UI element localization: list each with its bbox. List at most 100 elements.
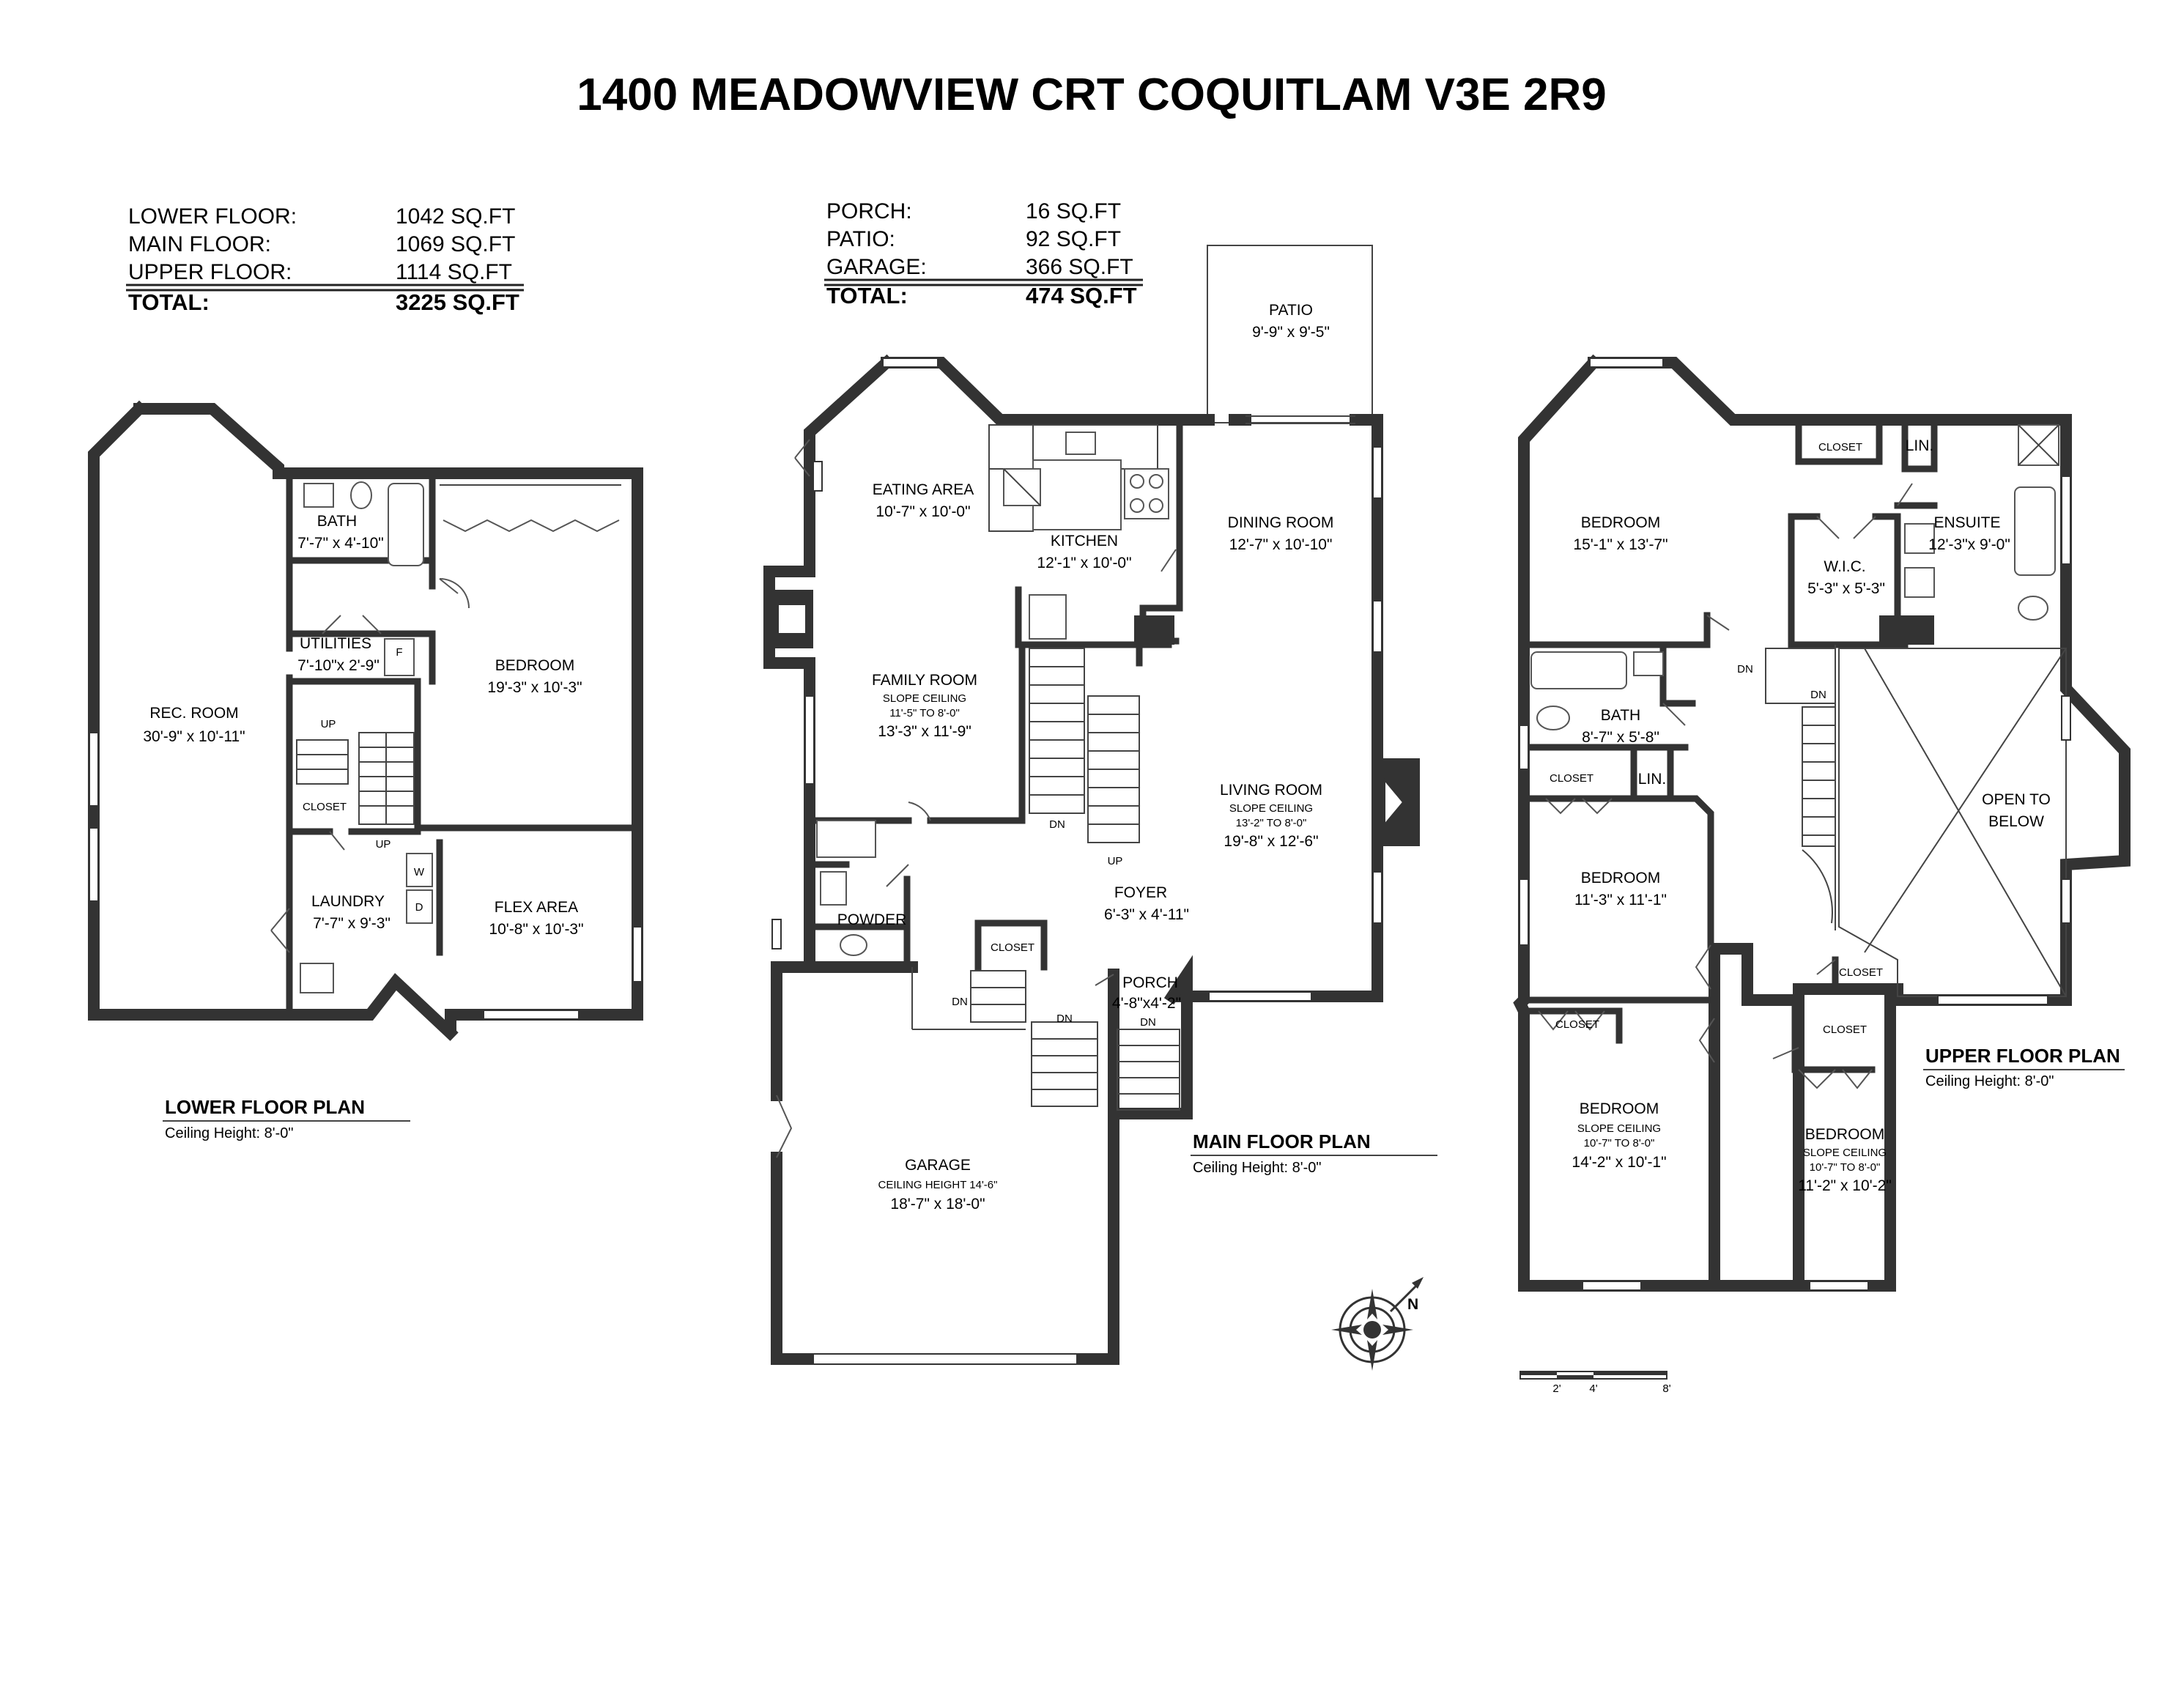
main-ceiling-height: Ceiling Height: 8'-0": [1193, 1160, 1321, 1176]
upper-window-ensuite: [2061, 475, 2071, 565]
upper-wall-closet4: [1791, 996, 1876, 1073]
main-wall-closet: [974, 919, 1048, 971]
lower-window-west-1: [89, 732, 99, 807]
main-burner-2: [1149, 474, 1163, 489]
lower-laundry-dim: 7'-7" x 9'-3": [313, 915, 390, 932]
main-wall-northwest-bay: [804, 354, 895, 563]
upper-ensuite-sink-2: [1904, 567, 1935, 598]
main-porch-name: PORCH: [1122, 974, 1178, 991]
lower-stairs-up-2: UP: [376, 838, 391, 851]
main-garage-name: GARAGE: [905, 1157, 971, 1174]
upper-ensuite-sink-1: [1904, 523, 1935, 554]
upper-door-ensuite: [1897, 483, 1913, 506]
main-living-dim: 19'-8" x 12'-6": [1224, 833, 1318, 850]
area-value-patio: 92 SQ.FT: [1026, 227, 1121, 251]
lower-laundry-sink: [300, 963, 334, 993]
lower-wall-util: [286, 630, 436, 685]
lower-floor-plan: REC. ROOM 30'-9" x 10'-11" BATH 7'-7" x …: [88, 400, 643, 1141]
upper-master-dim: 15'-1" x 13'-7": [1573, 536, 1667, 553]
lower-utilities-name: UTILITIES: [300, 635, 371, 652]
lower-dryer-label: D: [415, 901, 423, 914]
main-window-bay-north: [882, 358, 939, 368]
main-patio-dim: 9'-9" x 9'-5": [1252, 324, 1330, 341]
area-value-porch: 16 SQ.FT: [1026, 199, 1121, 223]
upper-closet5-name: CLOSET: [1839, 966, 1883, 979]
main-foyer-name: FOYER: [1114, 884, 1167, 901]
upper-bed3-note2: 10'-7" TO 8'-0": [1584, 1137, 1655, 1150]
main-eating-dim: 10'-7" x 10'-0": [876, 503, 970, 520]
main-door-family: [908, 802, 931, 821]
main-closet-name: CLOSET: [991, 941, 1034, 954]
main-garage-stairs-dn: DN: [952, 996, 968, 1008]
main-fireplace-living-opening: [1384, 778, 1404, 826]
upper-window-bay-north: [1589, 358, 1664, 368]
main-fridge: [1029, 594, 1067, 640]
upper-window-bath: [1519, 725, 1529, 770]
lower-utilities-dim: 7'-10"x 2'-9": [297, 657, 380, 674]
upper-stairs-dn-2: DN: [1810, 689, 1826, 701]
upper-wall-closet1: [1795, 421, 1883, 465]
upper-open-name-2: BELOW: [1988, 813, 2044, 830]
area-label-upper: UPPER FLOOR:: [128, 260, 292, 284]
scale-bar: 2' 4' 8': [1519, 1371, 1671, 1395]
scale-label-8: 8': [1662, 1382, 1670, 1395]
upper-closet4-name: CLOSET: [1823, 1023, 1867, 1036]
upper-bed4-dim: 11'-2" x 10'-2": [1798, 1177, 1892, 1194]
main-door-entry: [1095, 974, 1114, 986]
upper-door-bed3: [1698, 1018, 1715, 1063]
compass-north: N: [1407, 1296, 1418, 1313]
upper-bath-toilet: [1536, 706, 1570, 730]
lower-ceiling-height: Ceiling Height: 8'-0": [165, 1125, 293, 1141]
lower-door-laundry: [270, 908, 290, 953]
compass-rose-icon: N: [1331, 1277, 1424, 1371]
upper-door-closet2: [1545, 798, 1613, 815]
main-garage-note: CEILING HEIGHT 14'-6": [878, 1179, 998, 1191]
upper-wic-name: W.I.C.: [1824, 558, 1865, 575]
upper-window-bed3: [1582, 1281, 1642, 1291]
upper-bath-sink: [1633, 651, 1664, 676]
area-total-value-exterior: 474 SQ.FT: [1026, 283, 1137, 308]
upper-door-bed4: [1772, 1047, 1799, 1059]
upper-bed4-note1: SLOPE CEILING: [1803, 1147, 1887, 1159]
upper-ensuite-toilet: [2018, 596, 2048, 621]
main-eating-name: EATING AREA: [873, 481, 974, 498]
area-label-lower: LOWER FLOOR:: [128, 204, 297, 229]
upper-floor-plan: BEDROOM 15'-1" x 13'-7" CLOSET LIN. ENSU…: [1513, 354, 2131, 1292]
area-value-garage: 366 SQ.FT: [1026, 255, 1133, 279]
lower-laundry-name: LAUNDRY: [311, 893, 385, 910]
upper-window-open-2: [2061, 878, 2071, 924]
upper-wall-pier: [1879, 615, 1934, 645]
lower-door-bedroom: [439, 578, 470, 609]
main-door-eating: [794, 439, 810, 477]
lower-bath-dim: 7'-7" x 4'-10": [297, 535, 383, 552]
main-garage-stairs-dn-2: DN: [1056, 1013, 1073, 1025]
main-kitchen-range: [1124, 468, 1169, 519]
lower-bath-name: BATH: [317, 513, 357, 530]
main-porch-stairs-dn: DN: [1140, 1016, 1156, 1029]
main-porch-wall: [1111, 955, 1193, 1119]
main-window-south: [1208, 991, 1312, 1002]
main-living-note1: SLOPE CEILING: [1229, 802, 1313, 815]
main-powder-name: POWDER: [837, 911, 907, 928]
upper-window-open-south: [1937, 995, 2048, 1005]
main-dining-dim: 12'-7" x 10'-10": [1229, 536, 1333, 553]
scale-label-2: 2': [1552, 1382, 1561, 1395]
upper-open-diag-1: [1864, 648, 2067, 997]
upper-door-bath: [1662, 703, 1686, 726]
lower-window-west-2: [89, 827, 99, 902]
upper-door-wic: [1816, 516, 1876, 539]
main-door-kitchen: [1161, 549, 1177, 572]
main-stairs: [970, 648, 1180, 1111]
lower-exterior-wall: [88, 400, 643, 1041]
area-value-lower: 1042 SQ.FT: [396, 204, 515, 229]
upper-door-closet3: [1538, 1010, 1605, 1031]
upper-wall-closet3: [1524, 1007, 1623, 1044]
main-window-powder: [771, 919, 782, 949]
lower-door-utilities: [322, 615, 382, 634]
lower-furnace-label: F: [396, 646, 402, 659]
main-powder-toilet: [840, 934, 867, 956]
upper-bed3-dim: 14'-2" x 10'-1": [1572, 1154, 1666, 1171]
upper-bed3-note1: SLOPE CEILING: [1577, 1122, 1661, 1135]
main-stairs-dn: DN: [1049, 818, 1065, 831]
